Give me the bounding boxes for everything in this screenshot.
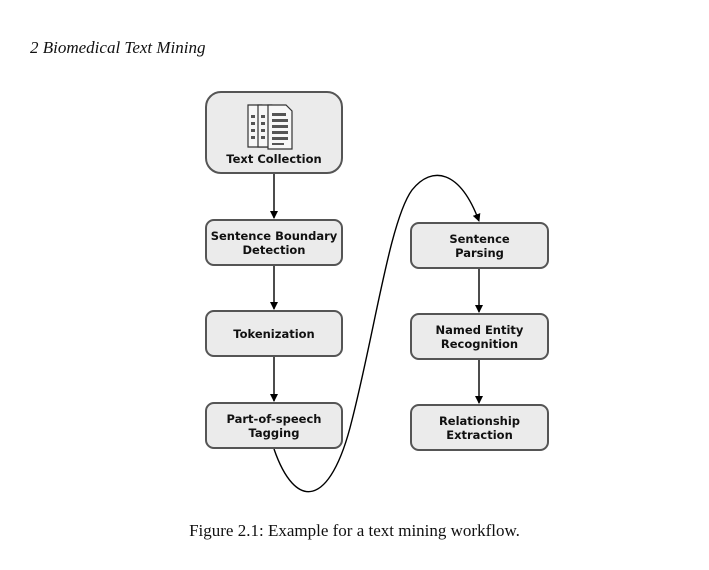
node-label: Text Collection — [226, 152, 322, 166]
node-label: Sentence Parsing — [449, 231, 510, 260]
node-label: Tokenization — [233, 326, 315, 341]
node-label: Named Entity Recognition — [435, 322, 524, 351]
node-text-collection: Text Collection — [205, 91, 343, 174]
node-label: Part-of-speech Tagging — [226, 411, 322, 440]
node-label: Relationship Extraction — [438, 413, 521, 442]
node-named-entity-recognition: Named Entity Recognition — [410, 313, 549, 360]
node-sentence-boundary-detection: Sentence Boundary Detection — [205, 219, 343, 266]
running-header: 2 Biomedical Text Mining — [30, 38, 206, 57]
documents-icon — [247, 104, 293, 150]
figure-caption: Figure 2.1: Example for a text mining wo… — [189, 521, 520, 540]
node-sentence-parsing: Sentence Parsing — [410, 222, 549, 269]
arrow-pos-to-parsing — [273, 174, 481, 493]
node-pos-tagging: Part-of-speech Tagging — [205, 402, 343, 449]
node-tokenization: Tokenization — [205, 310, 343, 357]
node-label: Sentence Boundary Detection — [210, 228, 338, 257]
node-relationship-extraction: Relationship Extraction — [410, 404, 549, 451]
